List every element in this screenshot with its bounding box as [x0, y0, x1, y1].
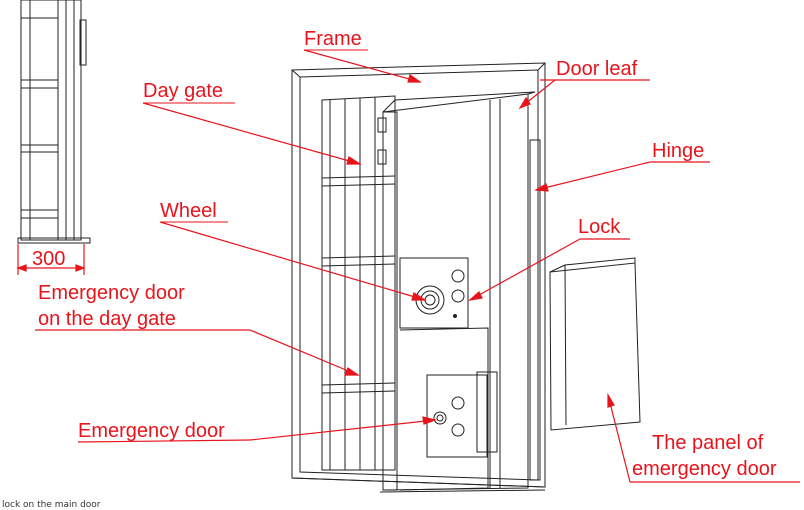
label-lock: Lock: [578, 216, 621, 238]
label-day-gate: Day gate: [143, 80, 224, 102]
label-underlines: [143, 49, 368, 223]
label-wheel: Wheel: [160, 200, 217, 222]
dimension-value: 300: [32, 248, 66, 270]
label-panel-line1: The panel of: [652, 432, 764, 454]
emergency-door-panel: [549, 262, 641, 431]
door-leaf: [382, 93, 529, 491]
label-frame: Frame: [304, 28, 362, 50]
dimension-line: [16, 244, 86, 275]
label-door-leaf: Door leaf: [556, 58, 638, 80]
vault-door-drawing: [291, 62, 641, 493]
day-gate: [321, 95, 396, 471]
side-view-drawing: [17, 0, 91, 244]
label-emergency-day-gate-line2: on the day gate: [38, 308, 176, 330]
label-hinge: Hinge: [652, 140, 705, 162]
leader-lines: [35, 49, 800, 483]
cropped-caption: lock on the main door: [2, 500, 101, 510]
label-emergency-door: Emergency door: [78, 420, 225, 442]
label-panel-line2: emergency door: [632, 458, 777, 480]
label-emergency-day-gate-line1: Emergency door: [38, 282, 185, 304]
